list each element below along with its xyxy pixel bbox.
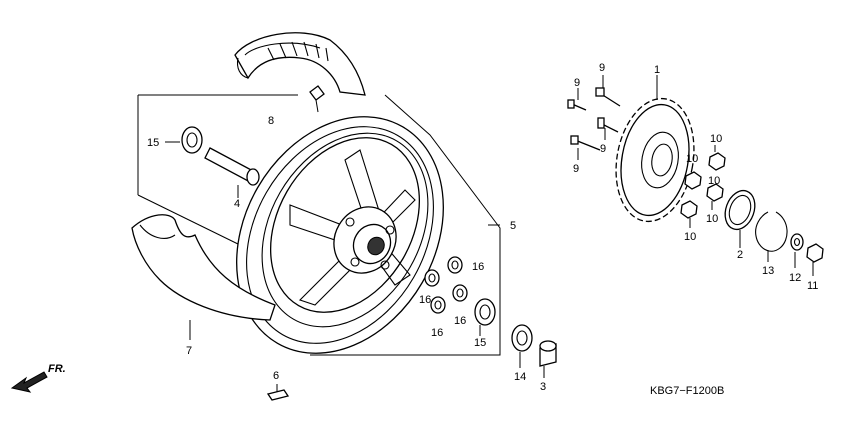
tire-illustration: [234, 32, 366, 96]
callout-9a: 9: [599, 62, 605, 74]
callout-16d: 16: [431, 327, 443, 339]
o-ring-2: [724, 189, 756, 248]
callout-4: 4: [234, 198, 240, 210]
callout-11: 11: [807, 280, 818, 292]
driven-sprocket: [615, 75, 695, 223]
bearing-left: [165, 126, 203, 154]
callout-15b: 15: [474, 337, 486, 349]
callout-2: 2: [737, 249, 743, 261]
callout-5: 5: [510, 220, 516, 232]
callout-16c: 16: [454, 315, 466, 327]
bearing-right: [474, 298, 496, 336]
callout-10c: 10: [708, 175, 720, 187]
diagram-code: KBG7−F1200B: [650, 385, 724, 397]
collar-3: [539, 340, 557, 378]
washer-12: [790, 233, 804, 268]
front-label: FR.: [48, 363, 66, 375]
callout-1: 1: [654, 64, 660, 76]
callout-6: 6: [273, 370, 279, 382]
bolt-6: [266, 384, 290, 401]
callout-9d: 9: [573, 163, 579, 175]
distance-collar: [204, 147, 260, 198]
wheel-assembly-frame: [137, 94, 501, 356]
callout-13: 13: [762, 265, 774, 277]
callout-10b: 10: [686, 153, 698, 165]
callout-3: 3: [540, 381, 546, 393]
valve-stem: [309, 85, 325, 113]
bearing-14: [511, 324, 533, 368]
rear-wheel: [236, 116, 444, 354]
circlip-13: [755, 211, 788, 262]
mud-guard: [131, 214, 276, 340]
callout-15a: 15: [147, 137, 159, 149]
callout-12: 12: [789, 272, 801, 284]
callout-labels: 1 2 3 4 5 6 7 8 9 9 9 9 10 10 10 10 10 1…: [147, 62, 818, 393]
callout-9b: 9: [574, 77, 580, 89]
callout-10e: 10: [684, 231, 696, 243]
front-direction-arrow: FR.: [10, 363, 66, 393]
studs-9: [567, 75, 621, 160]
nuts-10: [680, 145, 726, 228]
collars-16: [424, 256, 468, 314]
callout-10a: 10: [710, 133, 722, 145]
callout-10d: 10: [706, 213, 718, 225]
callout-7: 7: [186, 345, 192, 357]
callout-8: 8: [268, 115, 274, 127]
callout-14: 14: [514, 371, 526, 383]
callout-16b: 16: [419, 294, 431, 306]
nut-11: [806, 243, 824, 276]
callout-16a: 16: [472, 261, 484, 273]
callout-9c: 9: [600, 143, 606, 155]
